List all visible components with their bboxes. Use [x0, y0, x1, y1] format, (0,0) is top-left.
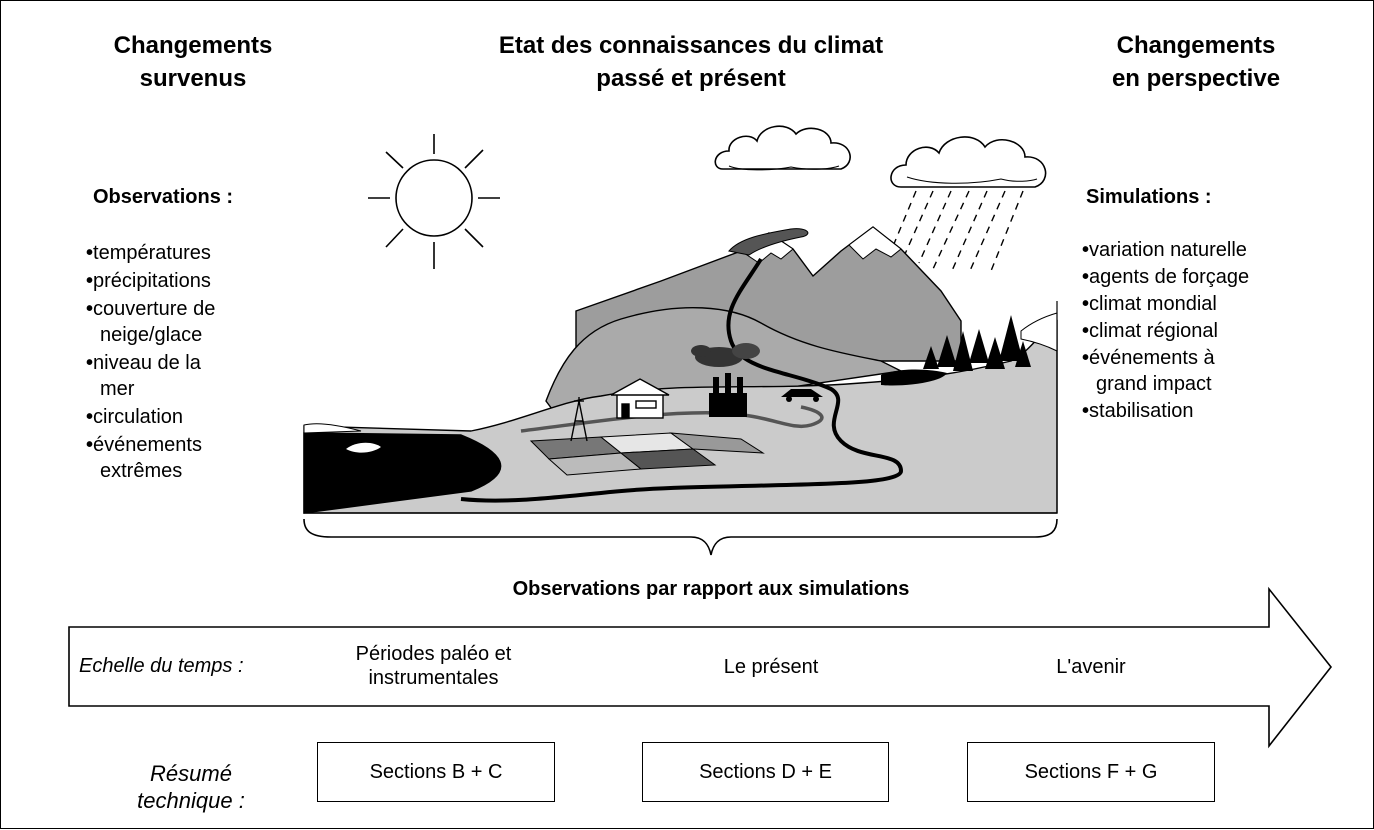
windmill-icon — [570, 397, 588, 442]
timeline-arrow — [68, 586, 1333, 749]
fields — [529, 432, 765, 476]
timescale-label: Echelle du temps : — [79, 655, 244, 677]
list-item: stabilisation — [1082, 398, 1352, 424]
sun-icon — [368, 134, 500, 269]
section-box-bc: Sections B + C — [317, 742, 555, 802]
car-icon — [781, 389, 823, 402]
house-icon — [610, 378, 670, 419]
cloud-icon — [714, 125, 851, 171]
list-item: températures — [86, 240, 286, 266]
brace — [303, 518, 1058, 556]
list-item: événements extrêmes — [86, 432, 260, 484]
landscape — [303, 226, 1058, 514]
observations-list: températures précipitations couverture d… — [86, 240, 286, 486]
list-item: agents de forçage — [1082, 264, 1352, 290]
ice-floe — [346, 442, 381, 453]
list-item: couverture de neige/glace — [86, 296, 272, 348]
list-item: événements à grand impact — [1082, 345, 1266, 397]
rain-cloud-icon — [890, 136, 1047, 274]
list-item: précipitations — [86, 268, 286, 294]
lake — [881, 369, 947, 386]
coast-snow — [303, 423, 362, 434]
period-paleo: Périodes paléo et instrumentales — [355, 643, 512, 689]
list-item: circulation — [86, 404, 286, 430]
section-box-de: Sections D + E — [642, 742, 889, 802]
list-item: climat mondial — [1082, 291, 1352, 317]
ocean — [303, 432, 502, 514]
tree-icon — [923, 315, 1031, 371]
smoke-plume — [728, 228, 809, 256]
heading-past-changes: Changements survenus — [113, 32, 273, 92]
heading-knowledge-state: Etat des connaissances du climat passé e… — [498, 32, 884, 92]
list-item: climat régional — [1082, 318, 1352, 344]
simulations-list: variation naturelle agents de forçage cl… — [1082, 237, 1352, 425]
comparison-label: Observations par rapport aux simulations — [512, 578, 910, 600]
summary-label: Résumé technique : — [137, 761, 245, 813]
period-future: L'avenir — [1056, 656, 1126, 678]
heading-future-changes: Changements en perspective — [1111, 32, 1281, 92]
factory-icon — [691, 343, 760, 417]
list-item: niveau de la mer — [86, 350, 220, 402]
section-box-fg: Sections F + G — [967, 742, 1215, 802]
list-item: variation naturelle — [1082, 237, 1352, 263]
period-present: Le présent — [723, 656, 819, 678]
snow-cap — [848, 226, 902, 260]
observations-title: Observations : — [93, 186, 234, 208]
simulations-title: Simulations : — [1086, 186, 1212, 208]
